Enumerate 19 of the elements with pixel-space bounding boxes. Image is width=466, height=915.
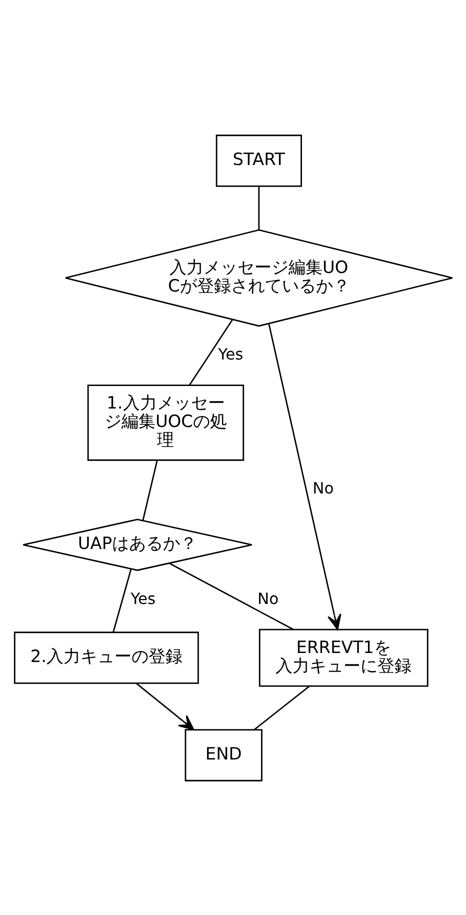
node-box: ERREVT1を入力キューに登録 xyxy=(258,628,428,686)
arrow xyxy=(268,323,341,630)
node-box: 1.入力メッセージ編集UOCの処理 xyxy=(86,384,244,460)
node-diamond: UAPはあるか？ xyxy=(22,518,252,570)
edge-label: No xyxy=(257,589,278,608)
node-box: END xyxy=(184,728,262,781)
connector xyxy=(188,318,233,386)
edge-label: Yes xyxy=(130,589,156,608)
connector xyxy=(253,685,310,730)
connector xyxy=(258,186,260,230)
node-box: 2.入力キューの登録 xyxy=(13,631,198,684)
edge-label: No xyxy=(312,479,334,498)
arrow xyxy=(136,682,194,730)
edge-label: Yes xyxy=(218,345,243,364)
connector xyxy=(112,568,132,632)
node-diamond: 入力メッセージ編集UOCが登録されているか？ xyxy=(64,228,453,326)
connector xyxy=(168,562,294,630)
connector xyxy=(142,460,158,520)
node-box: START xyxy=(215,134,302,186)
